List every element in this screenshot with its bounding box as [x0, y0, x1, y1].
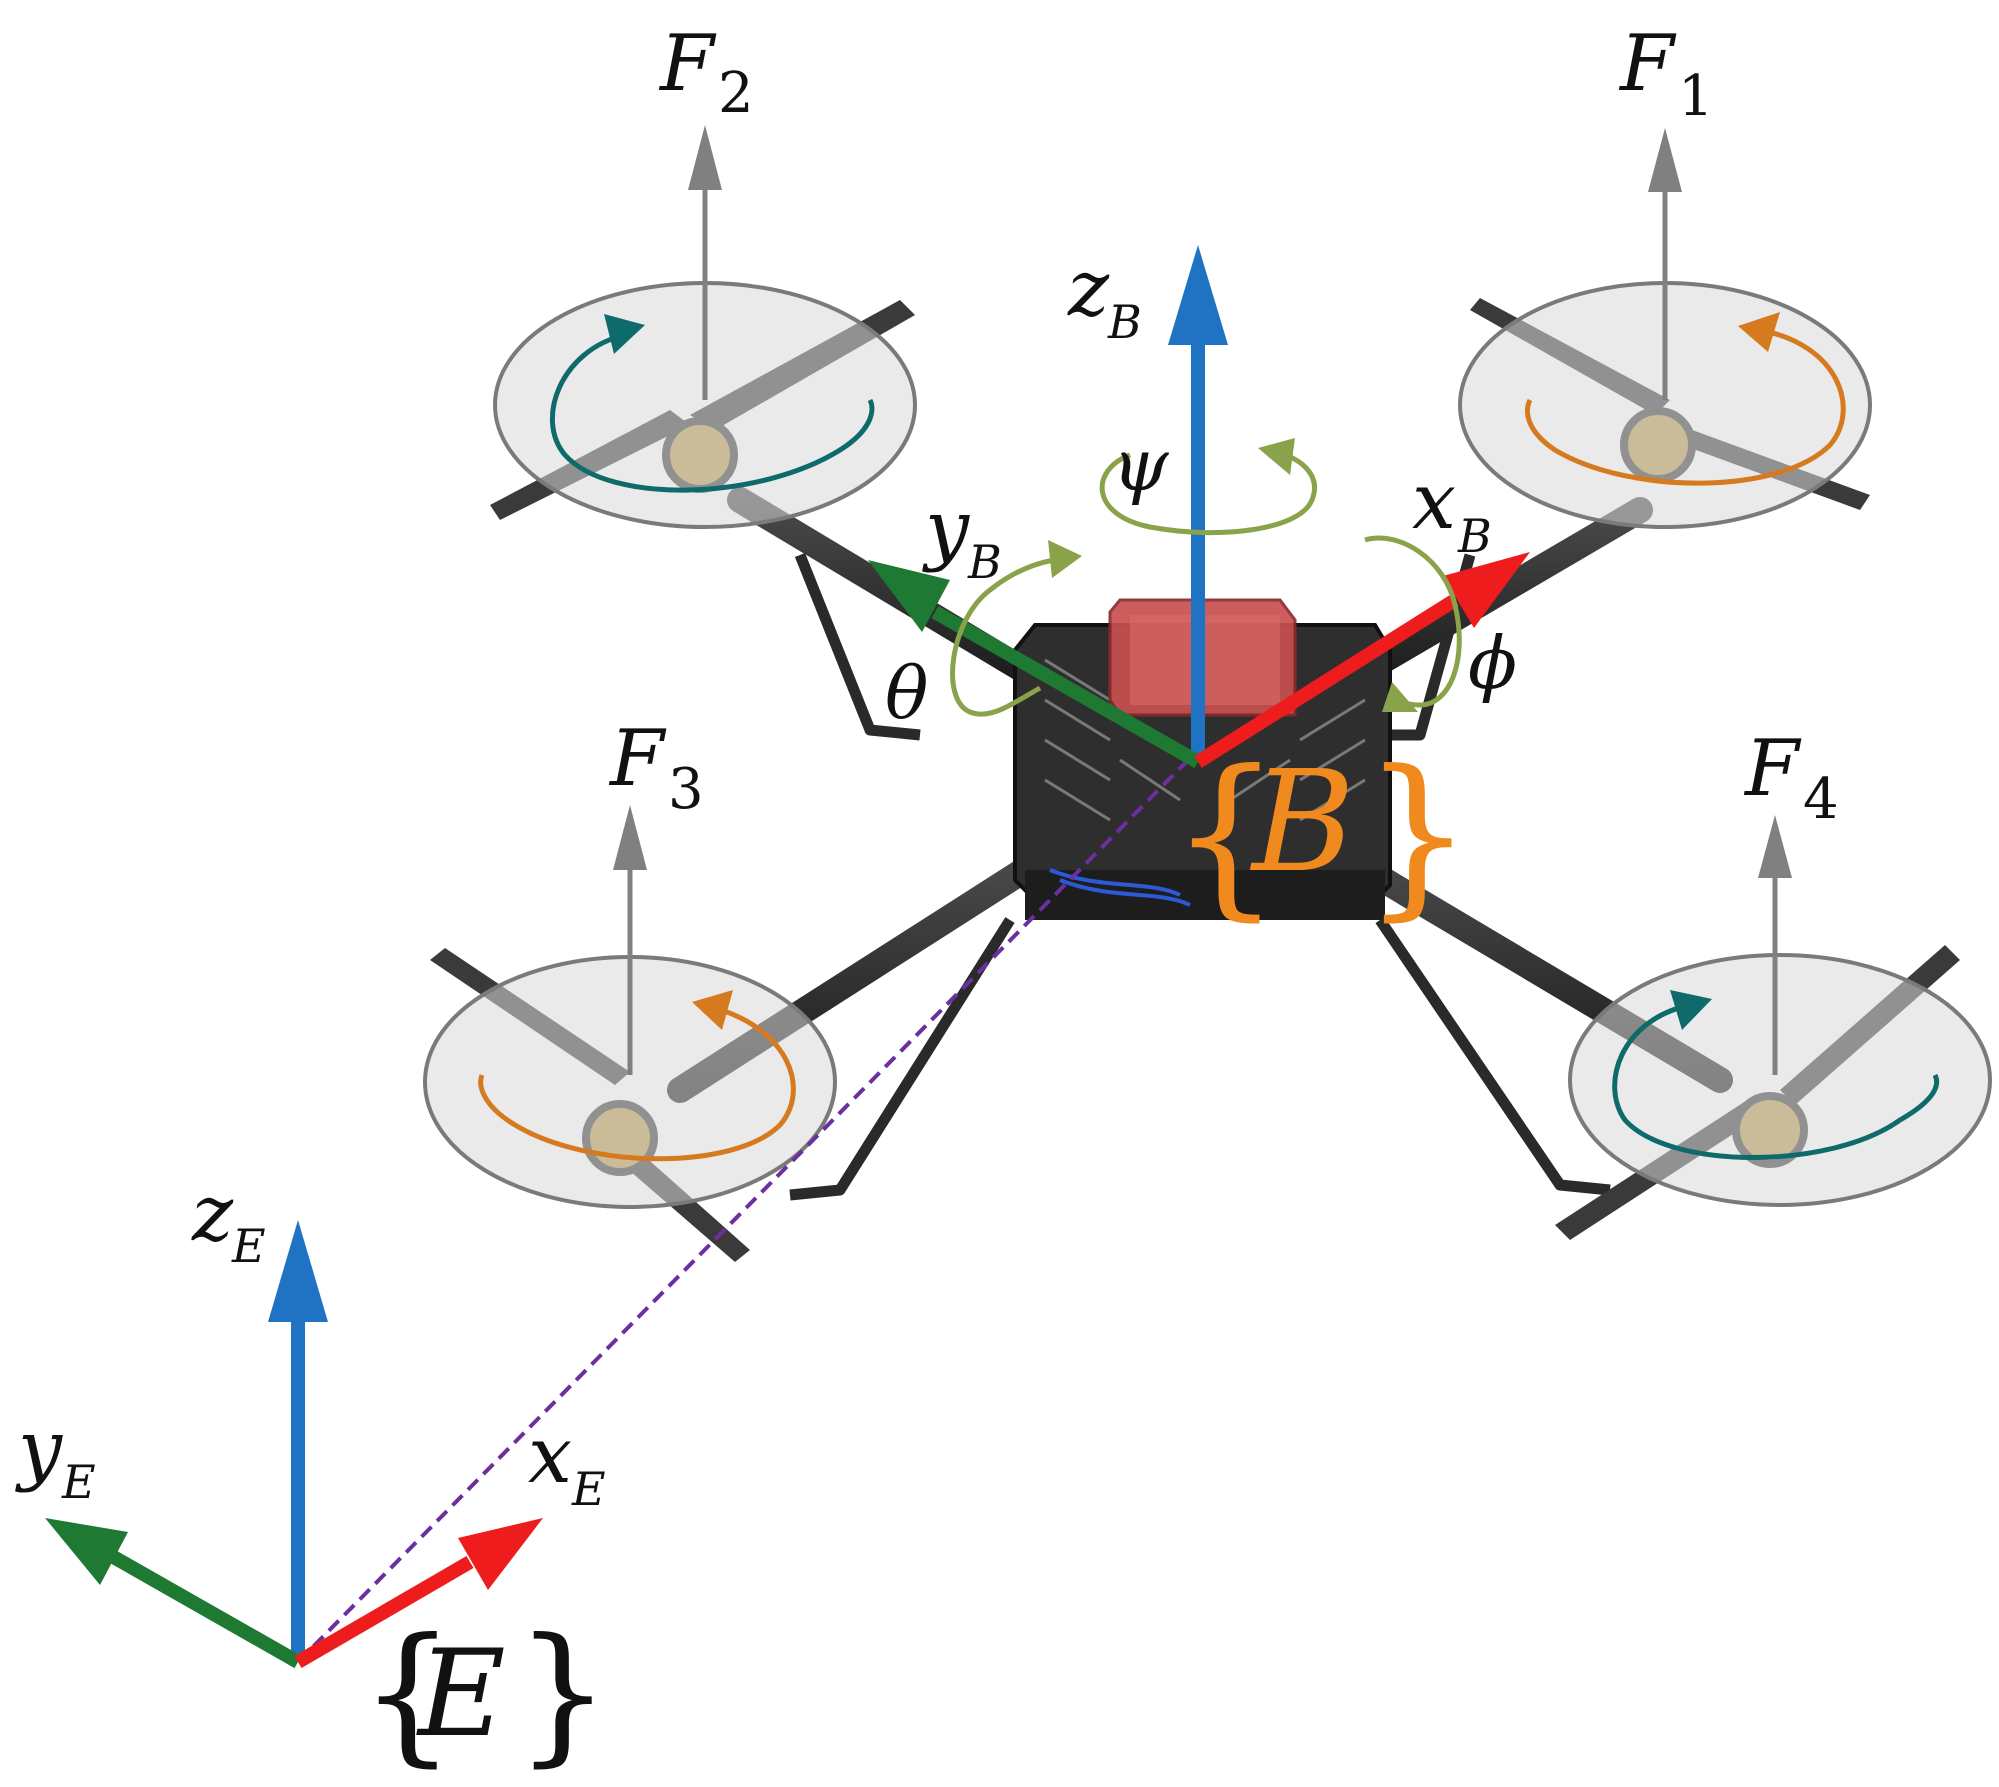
rotor-2-rotation-arrow	[549, 314, 875, 493]
arrow-up-icon	[613, 805, 647, 870]
earth-y-axis	[45, 1518, 302, 1669]
rotor-4	[1555, 945, 1992, 1240]
body-frame-axes	[868, 245, 1530, 769]
thrust-vectors	[613, 125, 1792, 1075]
axis-subscript: B	[1107, 295, 1142, 349]
body-z-axis	[1168, 245, 1228, 762]
arrow-up-icon	[688, 125, 722, 190]
axis-symbol: z	[1067, 244, 1110, 334]
body-x-axis	[1194, 552, 1530, 768]
label-f1: F 1	[1618, 19, 1714, 129]
force-symbol: F	[1618, 19, 1677, 109]
label-z-b: z B	[1067, 244, 1142, 349]
arrow-head-icon	[1258, 438, 1295, 475]
rotor-disc-icon	[1568, 953, 1992, 1207]
rotor-4-rotation-arrow	[1612, 990, 1940, 1160]
axis-symbol: x	[528, 1411, 572, 1501]
thrust-arrow-f2	[688, 125, 722, 400]
axis-subscript: E	[231, 1219, 266, 1273]
axis-subscript: E	[571, 1462, 606, 1516]
cw-arrow-head-icon	[1670, 990, 1712, 1030]
brace-open: {	[1170, 734, 1281, 937]
force-subscript: 2	[718, 61, 754, 126]
ccw-arrow-head-icon	[692, 990, 733, 1030]
rotor-3	[423, 948, 837, 1262]
rotor-1-rotation-arrow	[1525, 312, 1846, 486]
label-x-b: x B	[1412, 457, 1492, 563]
axis-symbol: y	[922, 484, 970, 574]
arrow-up-icon	[268, 1220, 328, 1322]
body-y-axis	[868, 560, 1202, 769]
earth-x-axis	[294, 1518, 543, 1669]
arrow-up-icon	[1168, 245, 1228, 345]
wiring-blue	[1049, 868, 1191, 907]
label-theta: θ	[885, 651, 928, 735]
thrust-arrow-f1	[1648, 128, 1682, 400]
brace-close: }	[515, 1607, 610, 1781]
label-frame-e: { E }	[360, 1607, 610, 1781]
label-phi: ϕ	[1468, 621, 1517, 705]
frame-e-letter: E	[416, 1625, 506, 1764]
yaw-rotation-arrow	[1099, 438, 1317, 536]
brace-open: {	[360, 1607, 455, 1781]
roll-rotation-arrow	[1364, 535, 1462, 712]
position-vector-line	[296, 751, 1197, 1664]
force-subscript: 3	[668, 757, 704, 822]
label-x-e: x E	[528, 1411, 606, 1516]
force-symbol: F	[1743, 724, 1802, 814]
arrow-left-icon	[45, 1518, 128, 1585]
force-subscript: 1	[1678, 64, 1714, 129]
ccw-arrow-head-icon	[1738, 312, 1780, 352]
frame-b-letter: B	[1249, 741, 1355, 904]
axis-symbol: x	[1412, 457, 1456, 547]
earth-z-axis	[268, 1220, 328, 1662]
label-psi: ψ	[1112, 423, 1170, 507]
pitch-rotation-arrow	[950, 540, 1082, 717]
arrow-left-icon	[868, 560, 950, 632]
force-symbol: F	[658, 19, 717, 109]
label-f4: F 4	[1743, 724, 1839, 832]
arrow-right-icon	[1443, 552, 1530, 628]
label-y-b: y B	[922, 484, 1002, 589]
axis-subscript: B	[1457, 509, 1492, 563]
earth-frame-axes	[45, 1220, 543, 1669]
force-subscript: 4	[1803, 767, 1839, 832]
arrow-head-icon	[1382, 682, 1418, 712]
thrust-arrow-f3	[613, 805, 647, 1075]
rotor-3-rotation-arrow	[478, 990, 796, 1162]
label-z-e: z E	[191, 1169, 266, 1273]
axis-symbol: z	[191, 1169, 234, 1259]
force-symbol: F	[608, 714, 667, 804]
label-f3: F 3	[608, 714, 704, 822]
label-f2: F 2	[658, 19, 754, 126]
arrow-up-icon	[1648, 128, 1682, 192]
cw-arrow-head-icon	[604, 314, 645, 354]
label-y-e: y E	[15, 1404, 96, 1509]
axis-subscript: E	[61, 1455, 96, 1509]
label-frame-b: { B }	[1170, 734, 1473, 937]
arrow-head-icon	[1048, 540, 1082, 578]
thrust-arrow-f4	[1758, 815, 1792, 1075]
arrow-up-icon	[1758, 815, 1792, 878]
brace-close: }	[1362, 734, 1473, 937]
axis-subscript: B	[967, 535, 1002, 589]
arrow-right-icon	[458, 1518, 543, 1590]
axis-symbol: y	[15, 1404, 63, 1494]
